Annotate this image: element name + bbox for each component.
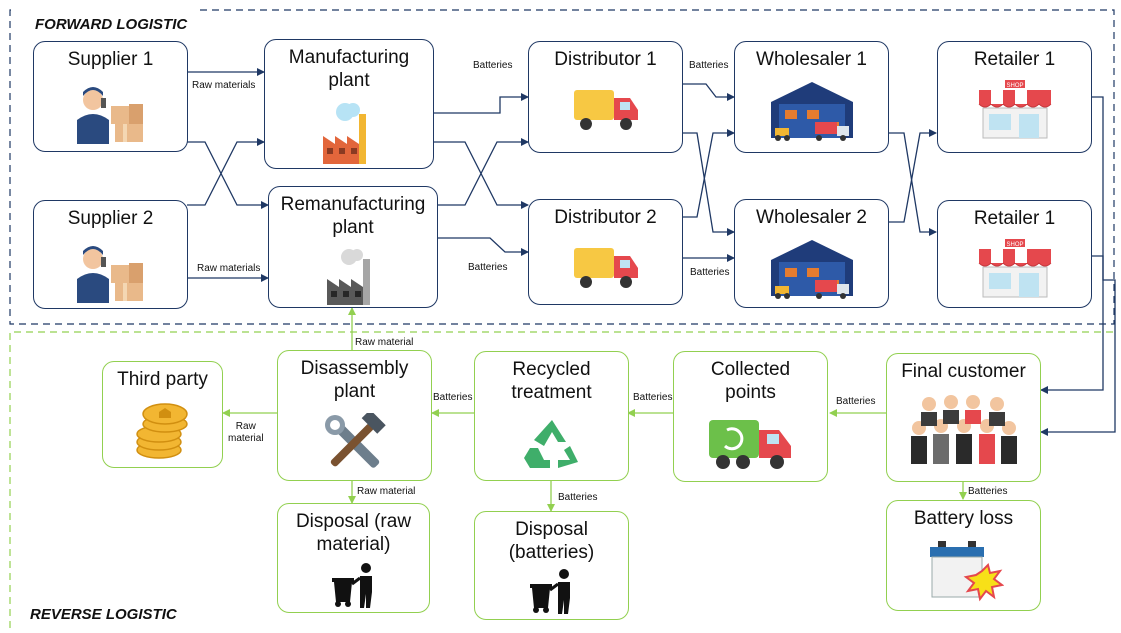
edge-w1-r1 [888, 132, 937, 236]
supplier-person-boxes-icon [76, 87, 143, 144]
node-wholesaler-2-label: Wholesaler 2 [756, 207, 867, 228]
trash-disposal-icon [529, 569, 570, 614]
recycling-truck-icon [708, 420, 791, 469]
edge-label-batteries-fc-collected: Batteries [836, 396, 876, 407]
node-retailer-1-label: Retailer 1 [973, 49, 1056, 70]
edge-r1-fc [1040, 96, 1104, 394]
trash-disposal-icon [331, 563, 372, 608]
node-distributor-2-label: Distributor 2 [554, 207, 657, 228]
edge-s2-manufacturing [187, 138, 265, 206]
edge-label-batteries-dist-whole: Batteries [689, 60, 729, 71]
node-disposal-raw-material-label: Disposal (raw material) [295, 511, 412, 555]
node-third-party[interactable]: Third party [102, 361, 223, 468]
factory-grey-icon [327, 249, 370, 305]
edge-label-raw-materials-2: Raw materials [197, 263, 261, 274]
node-collected-points-label: Collected points [710, 359, 791, 403]
shop-sign-text: SHOP [1006, 242, 1023, 248]
node-retailer-1[interactable]: Retailer 1 SHOP [937, 41, 1092, 153]
edge-label-raw-material-thirdparty: Raw material [228, 421, 264, 444]
reverse-section-border [9, 331, 1114, 628]
node-disassembly-plant[interactable]: Disassembly plant [277, 350, 432, 481]
node-distributor-1-label: Distributor 1 [554, 49, 657, 70]
edge-manuf-d1 [433, 93, 529, 114]
forward-section-title: FORWARD LOGISTIC [35, 16, 188, 33]
node-collected-points[interactable]: Collected points [673, 351, 828, 482]
node-supplier-2[interactable]: Supplier 2 [33, 200, 188, 309]
edge-label-raw-materials-1: Raw materials [192, 80, 256, 91]
edge-d1-w1 [683, 83, 735, 101]
edge-d2-w1 [683, 129, 735, 218]
edge-label-batteries-reman-dist: Batteries [468, 262, 508, 273]
node-disposal-batteries[interactable]: Disposal (batteries) [474, 511, 629, 620]
wrench-hammer-icon [324, 413, 386, 468]
forward-section-border [9, 9, 1115, 325]
node-disposal-raw-material[interactable]: Disposal (raw material) [277, 503, 430, 613]
node-supplier-1[interactable]: Supplier 1 [33, 41, 188, 152]
warehouse-icon [770, 240, 853, 299]
edge-label-batteries-dist2-whole2: Batteries [690, 267, 730, 278]
edge-w2-r2 [888, 129, 937, 223]
node-wholesaler-2[interactable]: Wholesaler 2 [734, 199, 889, 308]
node-manufacturing-plant[interactable]: Manufacturing plant [264, 39, 434, 169]
edge-label-batteries-recycled-disassembly: Batteries [433, 392, 473, 403]
supplier-person-boxes-icon [76, 246, 143, 303]
node-third-party-label: Third party [117, 369, 208, 390]
warehouse-icon [770, 82, 853, 141]
node-retailer-2[interactable]: Retailer 1 SHOP [937, 200, 1092, 308]
edge-label-batteries-manuf-dist: Batteries [473, 60, 513, 71]
node-recycled-treatment[interactable]: Recycled treatment [474, 351, 629, 481]
edge-label-batteries-recycled-disposal: Batteries [558, 492, 598, 503]
node-wholesaler-1[interactable]: Wholesaler 1 [734, 41, 889, 153]
edge-label-batteries-collected-recycled: Batteries [633, 392, 673, 403]
node-final-customer[interactable]: Final customer [886, 353, 1041, 482]
shop-icon: SHOP [978, 239, 1051, 298]
node-retailer-2-label: Retailer 1 [973, 208, 1056, 229]
shop-sign-text: SHOP [1006, 83, 1023, 89]
node-disposal-batteries-label: Disposal (batteries) [508, 519, 595, 563]
battery-explosion-icon [929, 541, 1004, 602]
delivery-truck-icon [573, 248, 638, 288]
edge-reman-d2 [438, 237, 529, 256]
edge-label-batteries-fc-batteryloss: Batteries [968, 486, 1008, 497]
node-disassembly-plant-label: Disassembly plant [300, 358, 409, 402]
edge-label-raw-material-down: Raw material [357, 486, 416, 497]
reverse-section-title: REVERSE LOGISTIC [30, 606, 177, 623]
node-manufacturing-plant-label: Manufacturing plant [288, 47, 410, 91]
node-recycled-treatment-label: Recycled treatment [511, 359, 592, 403]
node-battery-loss[interactable]: Battery loss [886, 500, 1041, 611]
shop-icon: SHOP [978, 80, 1051, 139]
node-distributor-1[interactable]: Distributor 1 [528, 41, 683, 153]
node-remanufacturing-plant-label: Remanufacturing plant [280, 194, 426, 238]
edge-d1-w2 [683, 132, 735, 236]
edge-label-raw-material-up: Raw material [355, 337, 414, 348]
edge-reman-d1 [438, 138, 529, 206]
crowd-icon [910, 395, 1017, 464]
delivery-truck-icon [573, 90, 638, 130]
coins-icon [135, 403, 188, 459]
edge-r2-fc [1040, 255, 1116, 436]
edge-s1-remanufacturing [187, 141, 269, 209]
node-battery-loss-label: Battery loss [913, 508, 1014, 529]
node-supplier-2-label: Supplier 2 [67, 208, 154, 229]
node-supplier-1-label: Supplier 1 [67, 49, 154, 70]
node-wholesaler-1-label: Wholesaler 1 [756, 49, 867, 70]
node-final-customer-label: Final customer [901, 361, 1026, 382]
node-distributor-2[interactable]: Distributor 2 [528, 199, 683, 305]
node-remanufacturing-plant[interactable]: Remanufacturing plant [268, 186, 438, 308]
factory-icon [323, 103, 366, 164]
recycle-icon [523, 420, 578, 468]
